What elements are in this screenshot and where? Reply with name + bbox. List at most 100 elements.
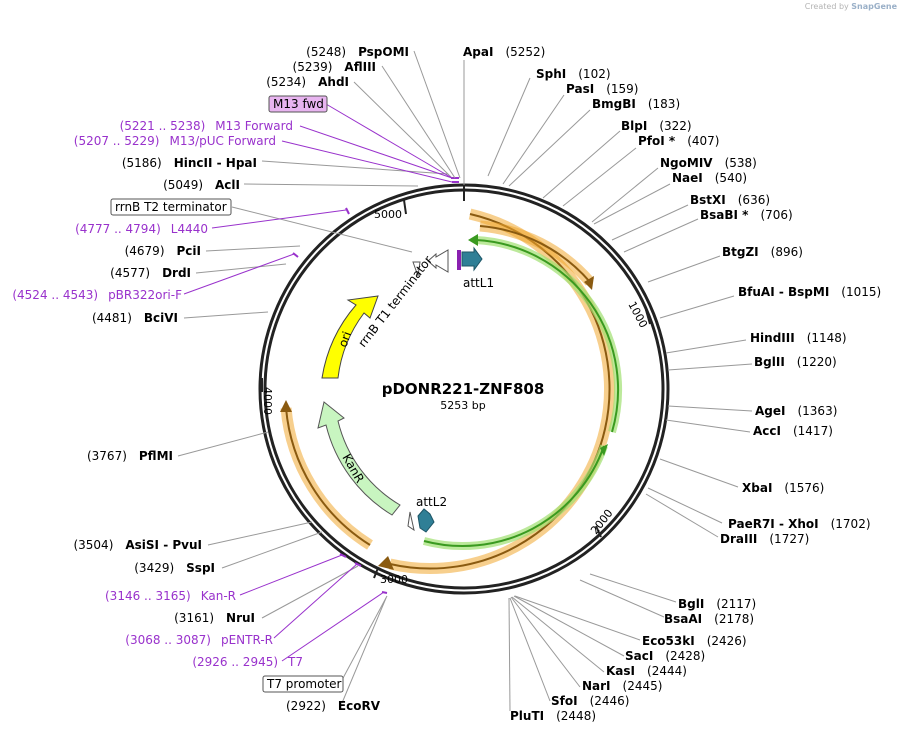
enzyme-label-bgli: BglI(2117) (678, 597, 756, 611)
tick-mark-5000 (403, 199, 407, 215)
enzyme-name: AflIII (344, 60, 376, 74)
enzyme-label-paer7i: PaeR7I - XhoI (1702) (728, 517, 871, 531)
enzyme-pos: (2178) (714, 612, 754, 626)
enzyme-pos: (2448) (556, 709, 596, 723)
enzyme-label-ecorv: (2922) EcoRV (286, 699, 381, 713)
enzyme-name: BciVI (144, 311, 178, 325)
enzyme-name: PciI (177, 244, 202, 258)
leader-eco53ki (514, 595, 641, 641)
leader-sphi (487, 77, 531, 177)
primer-leader-kanr (239, 554, 343, 596)
m13-fwd-label: M13 fwd (273, 97, 324, 111)
primer-name: T7 (287, 655, 303, 669)
enzyme-name: XbaI (742, 481, 772, 495)
enzyme-pos: (3504) (73, 538, 113, 552)
enzyme-label-eco53ki: Eco53kI(2426) (642, 634, 747, 648)
enzyme-name: BsaBI * (700, 208, 749, 222)
enzyme-pos: (1702) (831, 517, 871, 531)
leader-draiii (645, 493, 719, 538)
enzyme-label-xbai: XbaI (1576) (742, 481, 824, 495)
leader-psppomi (413, 50, 461, 179)
primer-label-t7: (2926 .. 2945) T7 (192, 655, 303, 669)
tick-mark-1000 (645, 309, 651, 325)
enzyme-name: BfuAI - BspMI (738, 285, 829, 299)
enzyme-pos: (1417) (793, 424, 833, 438)
leader-acli (243, 183, 419, 187)
enzyme-name: EcoRV (338, 699, 381, 713)
ori-label: ori (336, 330, 354, 349)
m13-fwd-box (268, 95, 328, 113)
enzyme-name: SphI (536, 67, 566, 81)
enzyme-pos: (407) (687, 134, 719, 148)
leader-ahdi (353, 81, 453, 179)
enzyme-pos: (4481) (92, 311, 132, 325)
enzyme-label-psppomi: (5248)PspOMI (306, 45, 409, 59)
enzyme-pos: (1363) (797, 404, 837, 418)
primer-label-l4440: (4777 .. 4794)L4440 (75, 222, 208, 236)
enzyme-label-blpi: BlpI (322) (621, 119, 692, 133)
leader-hincii (261, 160, 449, 175)
tick-label-1000: 1000 (625, 299, 650, 330)
rrnb-t2-label: rrnB T2 terminator (115, 200, 227, 214)
enzyme-name: PaeR7I - XhoI (728, 517, 819, 531)
green-line-top (475, 239, 620, 433)
enzyme-pos: (322) (659, 119, 691, 133)
enzyme-name: AhdI (318, 75, 349, 89)
enzyme-label-nrui: (3161)NruI (174, 611, 255, 625)
enzyme-pos: (1220) (797, 355, 837, 369)
leader-drdi (195, 263, 287, 274)
enzyme-pos: (159) (606, 82, 638, 96)
primer-name: M13/pUC Forward (169, 134, 276, 148)
enzyme-label-btgzi: BtgZI(896) (722, 245, 803, 259)
primer-label-pbr322: (4524 .. 4543)pBR322ori-F (12, 288, 182, 302)
enzyme-name: KasI (606, 664, 635, 678)
enzyme-label-nari: NarI(2445) (582, 679, 662, 693)
enzyme-name: DrdI (162, 266, 191, 280)
attl2-small-marker (407, 511, 415, 532)
primer-leader-m13-box (325, 103, 453, 179)
enzyme-pos: (2922) (286, 699, 326, 713)
tick-label-4000: 4000 (261, 387, 274, 415)
enzyme-pos: (2446) (590, 694, 630, 708)
primer-mark-l4440 (345, 207, 350, 215)
tick-label-5000: 5000 (374, 208, 402, 221)
attl2-arrow (417, 508, 435, 533)
primer-range: (4524 .. 4543) (12, 288, 98, 302)
enzyme-pos: (2444) (647, 664, 687, 678)
green-arrowhead-top (468, 234, 478, 246)
leader-aflii (381, 65, 456, 179)
enzyme-pos: (2428) (665, 649, 705, 663)
leader-paer7i (647, 487, 723, 524)
leader-bgli (589, 573, 677, 603)
enzyme-name: DraIII (720, 532, 757, 546)
enzyme-name: Eco53kI (642, 634, 695, 648)
leader-t7-promoter (341, 595, 388, 681)
primer-leader-l4440 (211, 209, 347, 229)
enzyme-label-asisi: (3504)AsiSI - PvuI (73, 538, 202, 552)
leader-bsaai (579, 579, 665, 618)
enzyme-name: BlpI (621, 119, 647, 133)
enzyme-pos: (3161) (174, 611, 214, 625)
enzyme-label-pfoi: PfoI *(407) (638, 134, 719, 148)
enzyme-label-hindiii: HindIII(1148) (750, 331, 847, 345)
enzyme-name: SfoI (551, 694, 578, 708)
primer-name: M13 Forward (215, 119, 293, 133)
enzyme-label-bfuai: BfuAI - BspMI(1015) (738, 285, 881, 299)
leader-pfoi (562, 147, 637, 207)
enzyme-label-ahdi: (5234) AhdI (266, 75, 349, 89)
orf-inner-arrowhead-top (584, 276, 594, 290)
primer-range: (2926 .. 2945) (192, 655, 278, 669)
rrnb-t2-arrow (412, 261, 421, 277)
leader-pcii (205, 245, 301, 252)
enzyme-pos: (5234) (266, 75, 306, 89)
leader-btgzi (647, 255, 721, 283)
ori-arrow (321, 295, 379, 379)
enzyme-pos: (1576) (784, 481, 824, 495)
enzyme-name: PluTI (510, 709, 544, 723)
enzyme-label-pasi: PasI(159) (566, 82, 638, 96)
primer-label-pentr: (3068 .. 3087)pENTR-R (125, 633, 273, 647)
primer-leader-pbr322 (183, 253, 295, 295)
plasmid-name: pDONR221-ZNF808 (382, 380, 545, 398)
enzyme-name: AccI (753, 424, 781, 438)
